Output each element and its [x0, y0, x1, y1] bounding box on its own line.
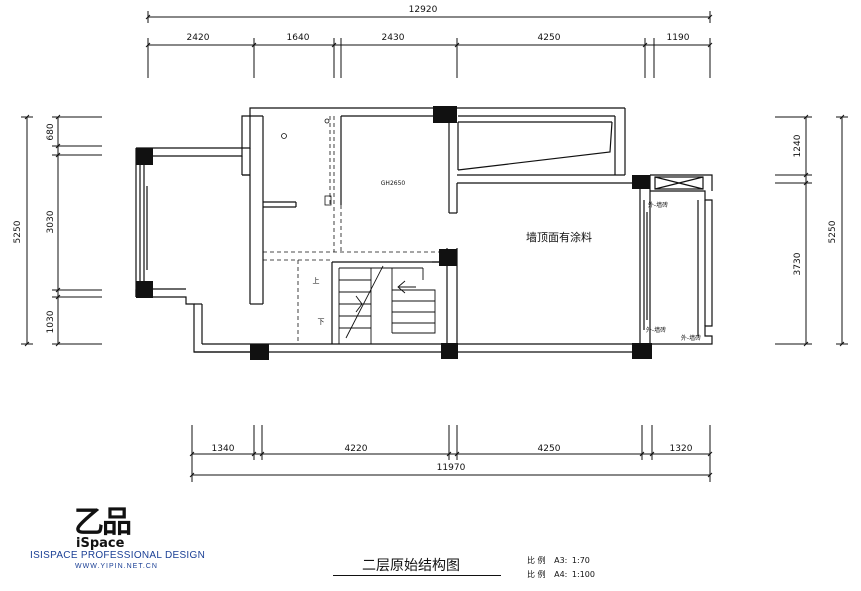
dashed-lines: [263, 116, 447, 344]
stair-down-mark: 下: [318, 318, 325, 326]
scale-ratio: 1:70: [571, 556, 590, 565]
dim-top-seg-3: 2430: [382, 33, 405, 43]
scale-label: 比 例: [527, 556, 546, 565]
company-logo-sub: iSpace: [76, 536, 125, 551]
dim-bottom-seg-4: 1320: [670, 444, 693, 454]
company-name: ISISPACE PROFESSIONAL DESIGN: [30, 550, 206, 561]
scale-row-a4: 比 例 A4: 1:100: [527, 569, 595, 580]
dim-bottom-seg-3: 4250: [538, 444, 561, 454]
company-url: WWW.YIPIN.NET.CN: [75, 563, 158, 570]
stair-up-mark: 上: [313, 276, 320, 285]
dim-right-seg-1: 1240: [793, 134, 803, 157]
title-underline: [333, 575, 501, 576]
room-note-wall-paint: 墙顶面有涂料: [526, 230, 592, 244]
dim-right-seg-2: 3730: [793, 252, 803, 275]
dim-left-total: 5250: [13, 220, 23, 243]
dim-top-seg-1: 2420: [187, 33, 210, 43]
dim-top-total: 12920: [409, 5, 438, 15]
dim-top-seg-5: 1190: [667, 33, 690, 43]
exterior-tile-label-1: 外-墙砖: [648, 201, 668, 209]
structural-columns: [136, 106, 652, 360]
scale-label: 比 例: [527, 570, 546, 579]
dim-top-seg-4: 4250: [538, 33, 561, 43]
ceiling-height-label: GH2650: [381, 180, 406, 187]
dim-left-seg-2: 3030: [46, 210, 56, 233]
company-logo-mark: 乙品: [74, 505, 132, 540]
walls: [135, 107, 713, 353]
dim-bottom-seg-1: 1340: [212, 444, 235, 454]
exterior-tile-label-3: 外-墙砖: [681, 334, 701, 342]
drawing-title: 二层原始结构图: [362, 558, 460, 574]
dim-top-seg-2: 1640: [287, 33, 310, 43]
dim-bottom-seg-2: 4220: [345, 444, 368, 454]
scale-paper: A3:: [554, 556, 568, 565]
exterior-tile-label-2: 外-墙砖: [646, 326, 666, 334]
dim-bottom-total: 11970: [437, 463, 466, 473]
stairs: [338, 265, 436, 344]
scale-row-a3: 比 例 A3: 1:70: [527, 555, 590, 566]
scale-ratio: 1:100: [571, 570, 595, 579]
dim-left-seg-1: 680: [46, 123, 56, 140]
scale-paper: A4:: [554, 570, 568, 579]
dim-right-total: 5250: [828, 220, 838, 243]
dim-left-seg-3: 1030: [46, 310, 56, 333]
